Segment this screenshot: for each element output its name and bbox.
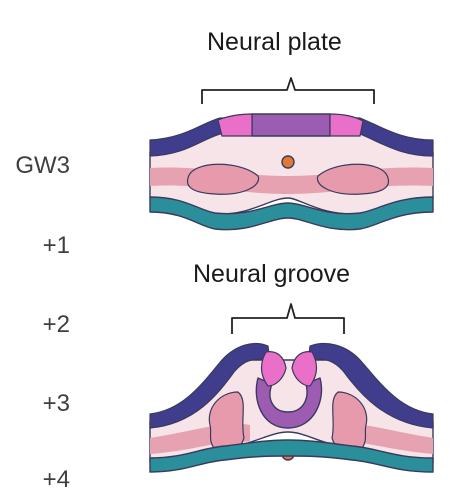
somite-left-top	[186, 163, 260, 195]
neural-fold-left	[260, 351, 287, 387]
stage-label-plus4: +4	[42, 466, 70, 493]
neural-border-left-top	[217, 113, 253, 137]
endoderm-top	[149, 196, 434, 231]
somite-right-bottom	[331, 391, 368, 454]
neural-border-right-top	[329, 113, 364, 137]
stage-label-gw3: GW3	[15, 152, 70, 179]
neural-fold-right	[291, 351, 318, 387]
neural-groove-section	[149, 342, 434, 473]
endoderm-bottom	[149, 439, 434, 473]
somite-left-bottom	[208, 391, 245, 454]
neural-groove-bracket	[231, 303, 345, 334]
neural-plate-center	[251, 113, 331, 137]
neural-plate-bracket	[201, 77, 375, 104]
neural-groove-floor	[255, 377, 323, 429]
neural-plate-title: Neural plate	[207, 28, 342, 56]
somite-right-top	[316, 163, 390, 195]
neural-plate-section	[149, 113, 434, 231]
neural-groove-title: Neural groove	[193, 260, 351, 288]
stage-label-plus1: +1	[42, 232, 70, 259]
notochord-top	[281, 155, 295, 169]
stage-label-plus3: +3	[42, 390, 70, 417]
stage-label-plus2: +2	[42, 311, 70, 338]
